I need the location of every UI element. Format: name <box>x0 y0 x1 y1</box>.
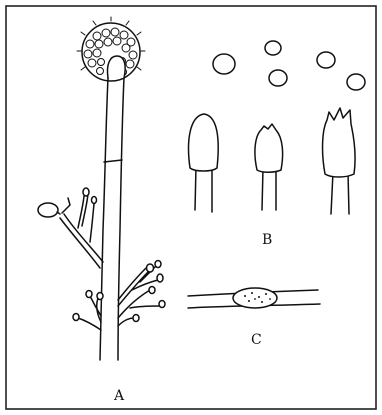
panel-label-a: A <box>113 388 125 404</box>
free-spores <box>213 41 365 90</box>
vesicle-spiky <box>323 108 355 214</box>
panel-b-illustration <box>189 41 365 214</box>
side-branch-left <box>60 214 103 268</box>
main-stalk <box>100 78 108 360</box>
stalk-septum <box>104 160 122 162</box>
columella <box>107 56 125 78</box>
panel-a-illustration <box>38 17 165 360</box>
vesicle-smooth <box>189 114 219 212</box>
lower-branches-left <box>78 296 134 330</box>
panel-label-b: B <box>262 232 272 248</box>
hyphal-swelling <box>233 288 277 308</box>
panel-c-illustration <box>188 288 320 308</box>
vesicle-crowned <box>255 124 283 210</box>
small-sporangium <box>38 203 58 217</box>
panel-label-c: C <box>251 332 262 348</box>
